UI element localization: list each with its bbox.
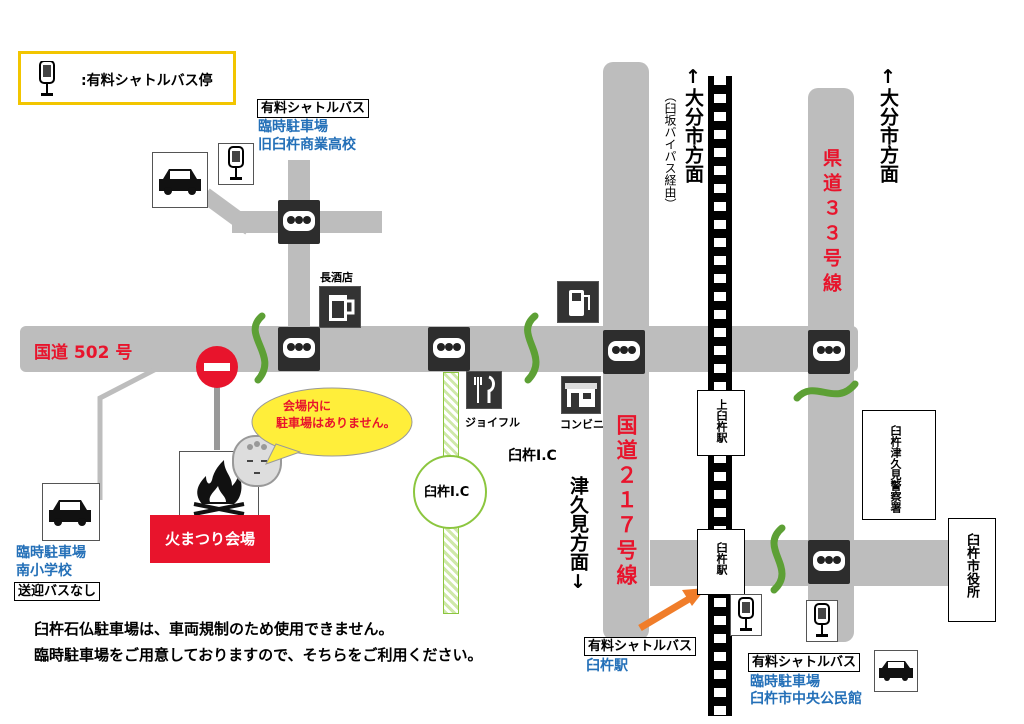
tsukumi-direction: 津久見方面↓ — [567, 476, 589, 593]
parking-hall-line2: 臼杵市中央公民館 — [750, 691, 862, 707]
kami-usuki-station-label: 上臼杵駅 — [715, 399, 728, 443]
speech-bubble — [251, 387, 413, 465]
usuki-station: 臼杵駅 — [697, 529, 745, 595]
route-502-label: 国道 502 号 — [34, 343, 133, 363]
usuki-station-label: 臼杵駅 — [715, 542, 728, 575]
legend-box: :有料シャトルバス停 — [18, 51, 236, 105]
parking-north-line1: 臨時駐車場 — [258, 119, 328, 135]
shuttle-label-station: 有料シャトルバス — [584, 637, 697, 656]
restaurant-icon — [466, 371, 502, 409]
city-hall-building: 臼杵市役所 — [948, 518, 996, 622]
traffic-signal-icon — [428, 327, 470, 371]
parking-south-note: 送迎バスなし — [14, 582, 101, 601]
pref-33-label: 県道３３号線 — [820, 148, 842, 298]
parking-station-line1: 臼杵駅 — [586, 658, 628, 674]
legend-text: :有料シャトルバス停 — [81, 73, 213, 89]
usuki-ic-road-label: 臼杵I.C — [424, 485, 470, 500]
parking-car-icon — [152, 152, 208, 208]
parking-car-icon — [874, 650, 918, 692]
city-hall-label: 臼杵市役所 — [964, 533, 979, 598]
traffic-signal-icon — [808, 540, 850, 584]
usuki-ic-label: 臼杵I.C — [508, 448, 557, 464]
konbini-label: コンビニ — [560, 418, 604, 431]
bus-stop-icon — [35, 60, 59, 101]
convenience-store-icon — [561, 376, 601, 414]
oita-direction-right: ↑大分市方面 — [877, 66, 899, 183]
traffic-signal-icon — [278, 327, 320, 371]
no-entry-sign-icon — [196, 346, 238, 388]
bypass-note: （臼坂バイパス経由） — [663, 90, 677, 210]
nagasaketen-label: 長酒店 — [320, 271, 353, 284]
beer-icon — [319, 286, 361, 328]
bus-stop-icon — [218, 143, 254, 185]
ic-circle — [413, 455, 487, 529]
parking-hall-line1: 臨時駐車場 — [750, 674, 820, 690]
parking-south-line2: 南小学校 — [16, 563, 72, 579]
bus-stop-icon — [730, 594, 762, 636]
shuttle-label-hall: 有料シャトルバス — [748, 653, 861, 672]
police-label: 臼杵津久見警察署 — [889, 425, 902, 513]
no-entry-sign-pole — [214, 386, 220, 450]
kami-usuki-station: 上臼杵駅 — [697, 390, 745, 456]
bus-stop-icon — [806, 600, 838, 642]
route-217-label: 国道２１７号線 — [614, 414, 638, 589]
venue-name: 火まつり会場 — [150, 515, 270, 563]
gas-station-icon — [557, 281, 599, 323]
oita-direction-left: ↑大分市方面 — [682, 66, 704, 183]
police-building: 臼杵津久見警察署 — [862, 410, 936, 520]
shuttle-label-north: 有料シャトルバス — [257, 99, 370, 118]
parking-car-icon — [42, 483, 100, 541]
notice-line2: 臨時駐車場をご用意しておりますので、そちらをご利用ください。 — [34, 646, 483, 664]
notice-line1: 臼杵石仏駐車場は、車両規制のため使用できません。 — [34, 620, 394, 638]
traffic-signal-icon — [278, 200, 320, 244]
parking-south-line1: 臨時駐車場 — [16, 545, 86, 561]
speech-line1: 会場内に — [283, 399, 332, 413]
parking-north-line2: 旧臼杵商業高校 — [258, 137, 356, 153]
traffic-signal-icon — [603, 330, 645, 374]
traffic-signal-icon — [808, 330, 850, 374]
speech-line2: 駐車場はありません。 — [276, 416, 396, 430]
joyfull-label: ジョイフル — [465, 416, 520, 429]
